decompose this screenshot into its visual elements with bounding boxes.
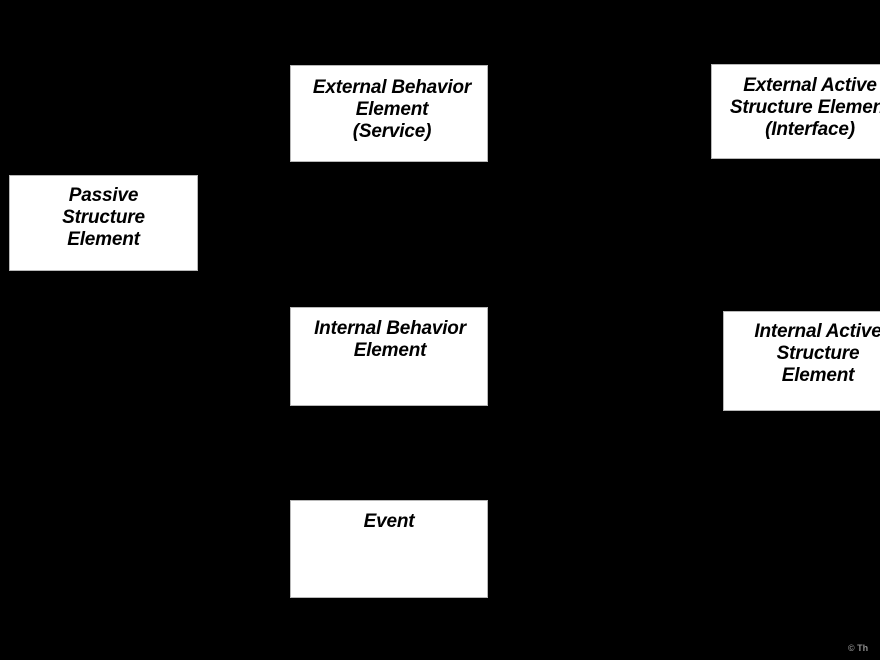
node-label: Internal Behavior Element	[314, 318, 466, 362]
node-internal-behavior-element[interactable]: Internal Behavior Element	[290, 307, 488, 406]
node-label: Passive Structure Element	[62, 185, 145, 251]
node-passive-structure-element[interactable]: Passive Structure Element	[9, 175, 198, 271]
node-external-behavior-element[interactable]: External Behavior Element (Service)	[290, 65, 488, 162]
node-label: External Active Structure Element (Inter…	[729, 75, 880, 141]
node-label: Event	[363, 511, 415, 532]
copyright-notice: © Th	[848, 643, 869, 653]
node-external-active-structure-element[interactable]: External Active Structure Element (Inter…	[711, 64, 880, 159]
node-event-element[interactable]: Event	[290, 500, 488, 598]
node-label: External Behavior Element (Service)	[312, 77, 472, 143]
node-internal-active-structure-element[interactable]: Internal Active Structure Element	[723, 311, 880, 411]
node-label: Internal Active Structure Element	[754, 321, 880, 387]
